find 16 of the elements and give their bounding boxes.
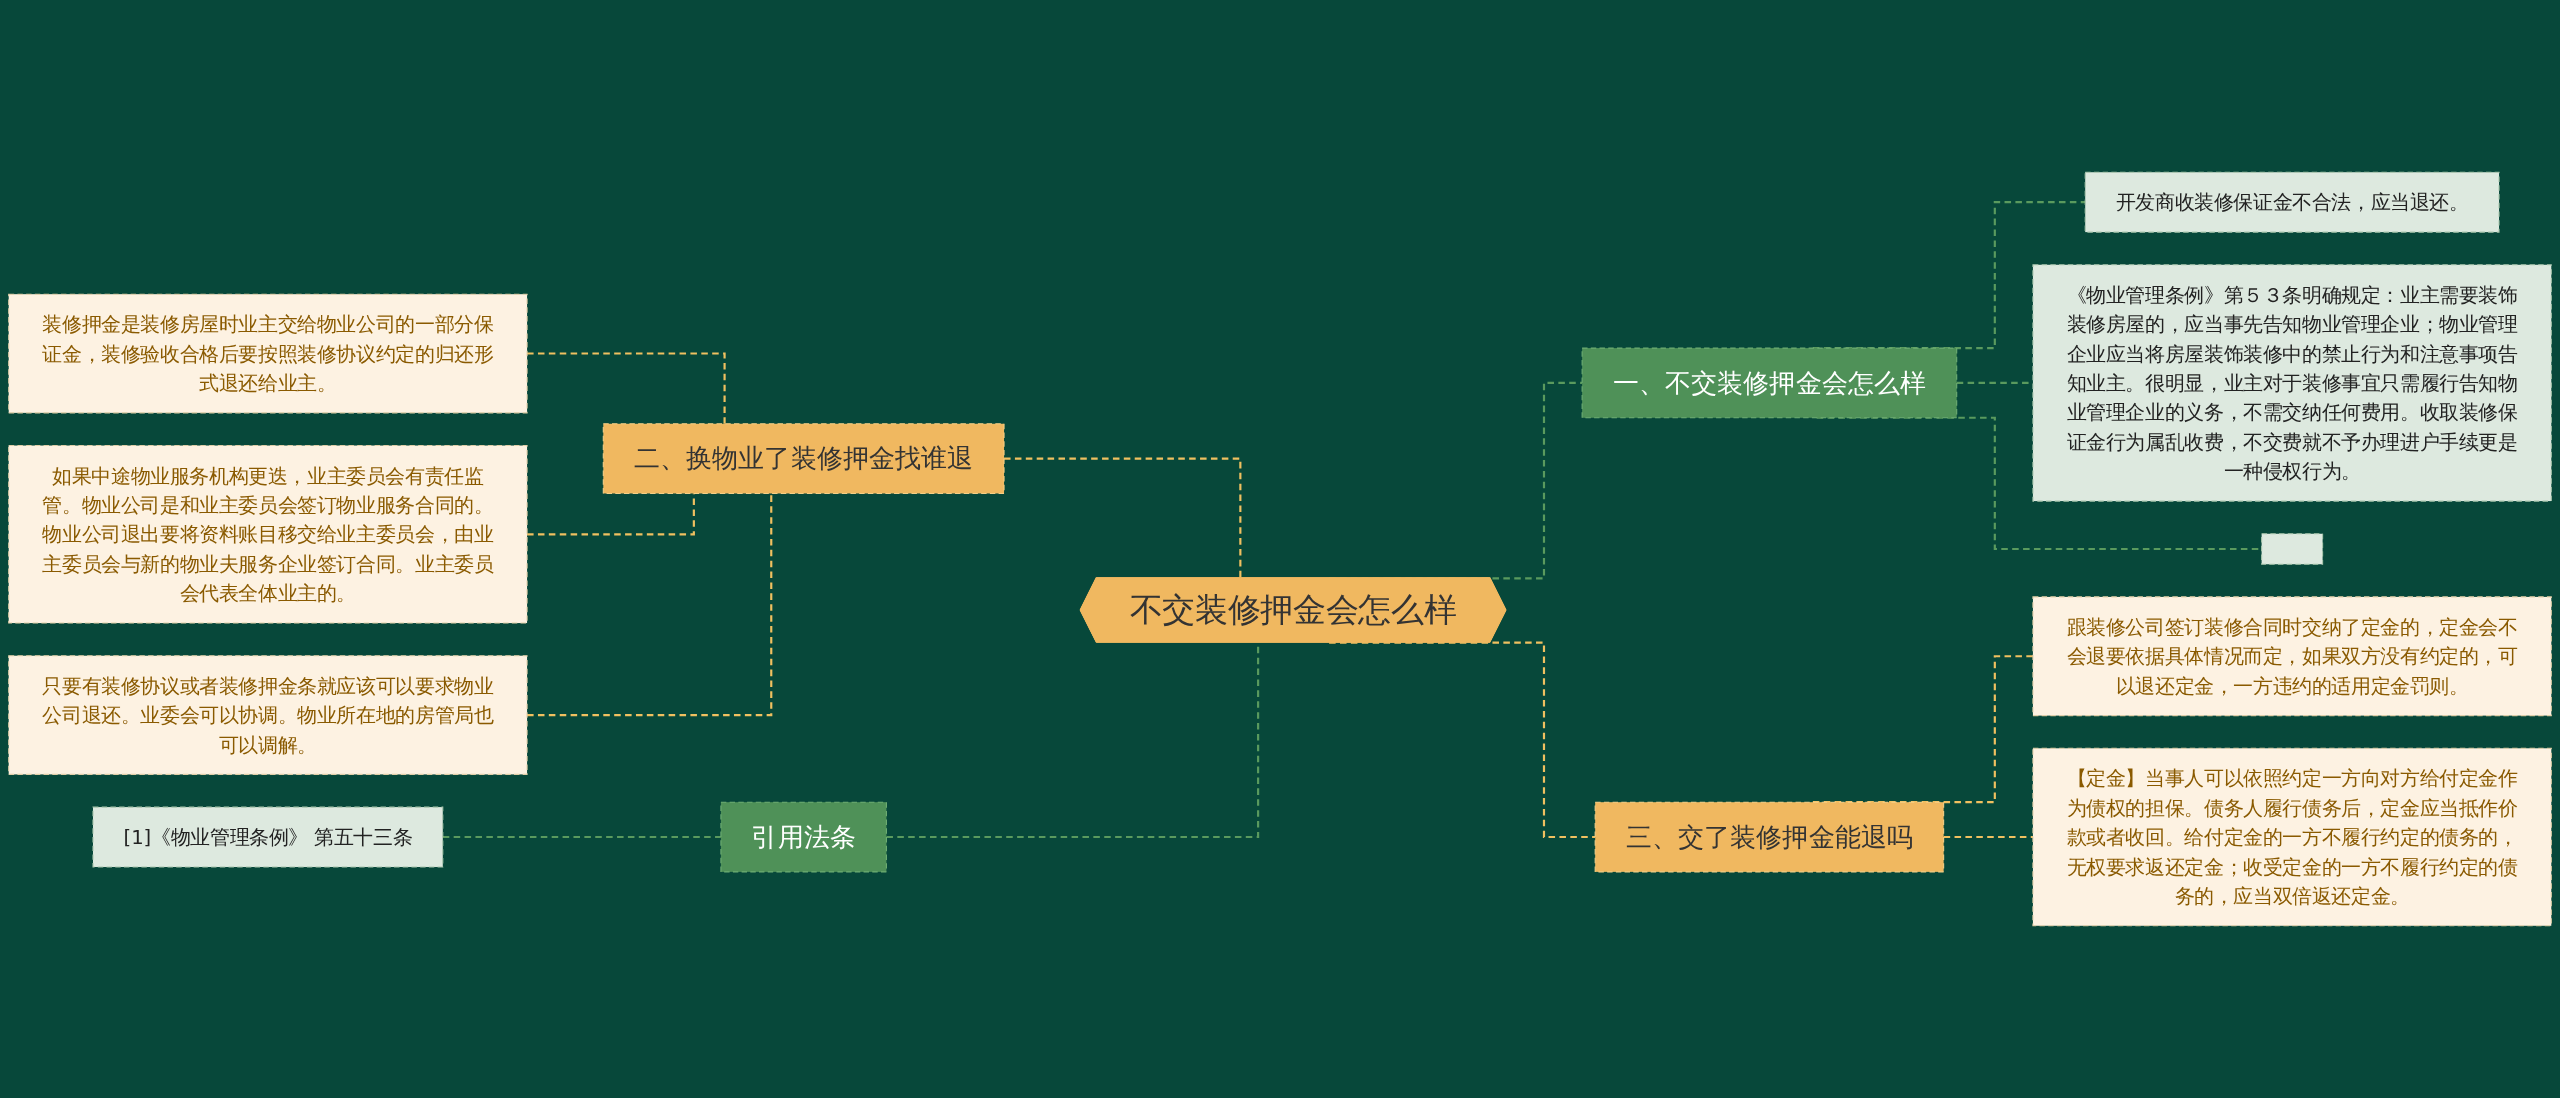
node-box: 装修押金是装修房屋时业主交给物业公司的一部分保证金，装修验收合格后要按照装修协议约定的归还形式退还给业主。 <box>8 293 528 414</box>
node-box: 跟装修公司签订装修合同时交纳了定金的，定金会不会退要依据具体情况而定，如果双方没有约定的，可以退还定金，一方违约的适用定金罚则。 <box>2032 596 2552 717</box>
node-box: 二、换物业了装修押金找谁退 <box>602 423 1005 494</box>
connector <box>527 352 726 424</box>
connector <box>1004 457 1242 579</box>
node-box <box>2261 533 2324 565</box>
connector <box>527 493 773 717</box>
node-box: 只要有装修协议或者装修押金条就应该可以要求物业公司退还。业委会可以协调。物业所在地的房管局也可以调解。 <box>8 655 528 775</box>
node-box: 引用法条 <box>720 801 887 873</box>
node-box: 如果中途物业服务机构更迭，业主委员会有责任监管。物业公司是和业主委员会签订物业服务合同的。物业公司退出要将资料账目移交给业主委员会，由业主委员会与新的物业夫服务企业签订合同。业主委员会代表全体业主的。 <box>8 445 528 624</box>
node-box: 三、交了装修押金能退吗 <box>1594 801 1945 873</box>
node-box: 开发商收装修保证金不合法，应当退还。 <box>2084 171 2500 233</box>
node-box: 【定金】当事人可以依照约定一方向对方给付定金作为债权的担保。债务人履行债务后，定金应当抵作价款或者收回。给付定金的一方不履行约定的债务的，无权要求返还定金；收受定金的一方不履行约定的债务的，应当双倍返还定金。 <box>2032 747 2552 927</box>
node-box: 一、不交装修押金会怎么样 <box>1581 347 1958 419</box>
node-box: [1]《物业管理条例》 第五十三条 <box>92 806 444 868</box>
node-box: 《物业管理条例》第５３条明确规定：业主需要装饰装修房屋的，应当事先告知物业管理企业；物业管理企业应当将房屋装饰装修中的禁止行为和注意事项告知业主。很明显，业主对于装修事宜只需履行告知物业管理企业的义务，不需交纳任何费用。收取装修保证金行为属乱收费，不交费就不予办理进户手续更是一种侵权行为。 <box>2032 264 2552 502</box>
